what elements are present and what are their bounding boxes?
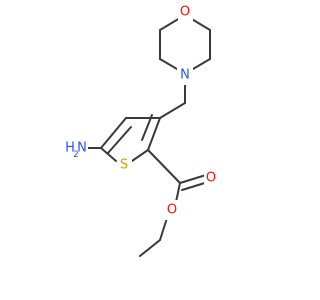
bond bbox=[107, 126, 132, 154]
bond bbox=[179, 174, 207, 184]
morpholine-nitrogen-label: N bbox=[180, 68, 190, 83]
bond bbox=[131, 149, 149, 162]
bond bbox=[141, 114, 153, 141]
bond bbox=[159, 217, 168, 241]
atom-amino-group: H N 2 bbox=[56, 138, 88, 160]
bond bbox=[147, 149, 181, 184]
thiophene-ring bbox=[100, 114, 161, 162]
structure-drawing: O N H N 2 S O O bbox=[56, 2, 219, 257]
bond bbox=[147, 117, 161, 151]
carbonyl-oxygen-label: O bbox=[206, 171, 216, 186]
bond bbox=[159, 102, 186, 119]
bond bbox=[139, 239, 161, 257]
morpholine-ring bbox=[159, 14, 211, 70]
atom-thiophene-sulfur: S bbox=[117, 155, 132, 175]
thiophene-sulfur-label: S bbox=[120, 158, 128, 173]
atom-morpholine-nitrogen: N bbox=[177, 65, 193, 85]
bond bbox=[192, 58, 211, 70]
bond bbox=[181, 181, 209, 191]
atom-ester-oxygen: O bbox=[165, 200, 180, 220]
ester-oxygen-label: O bbox=[167, 203, 177, 218]
amino-h-label: H bbox=[65, 141, 75, 156]
amino-n-label: N bbox=[77, 141, 87, 156]
amino-sub-label: 2 bbox=[73, 150, 79, 160]
atom-carbonyl-oxygen: O bbox=[204, 168, 219, 188]
bond bbox=[100, 117, 127, 149]
bond bbox=[159, 58, 178, 70]
bond bbox=[100, 147, 117, 162]
molecule-diagram: O N H N 2 S O O bbox=[56, 2, 219, 257]
morpholine-oxygen-label: O bbox=[180, 5, 190, 20]
bond bbox=[175, 182, 181, 203]
atom-morpholine-oxygen: O bbox=[178, 2, 193, 22]
